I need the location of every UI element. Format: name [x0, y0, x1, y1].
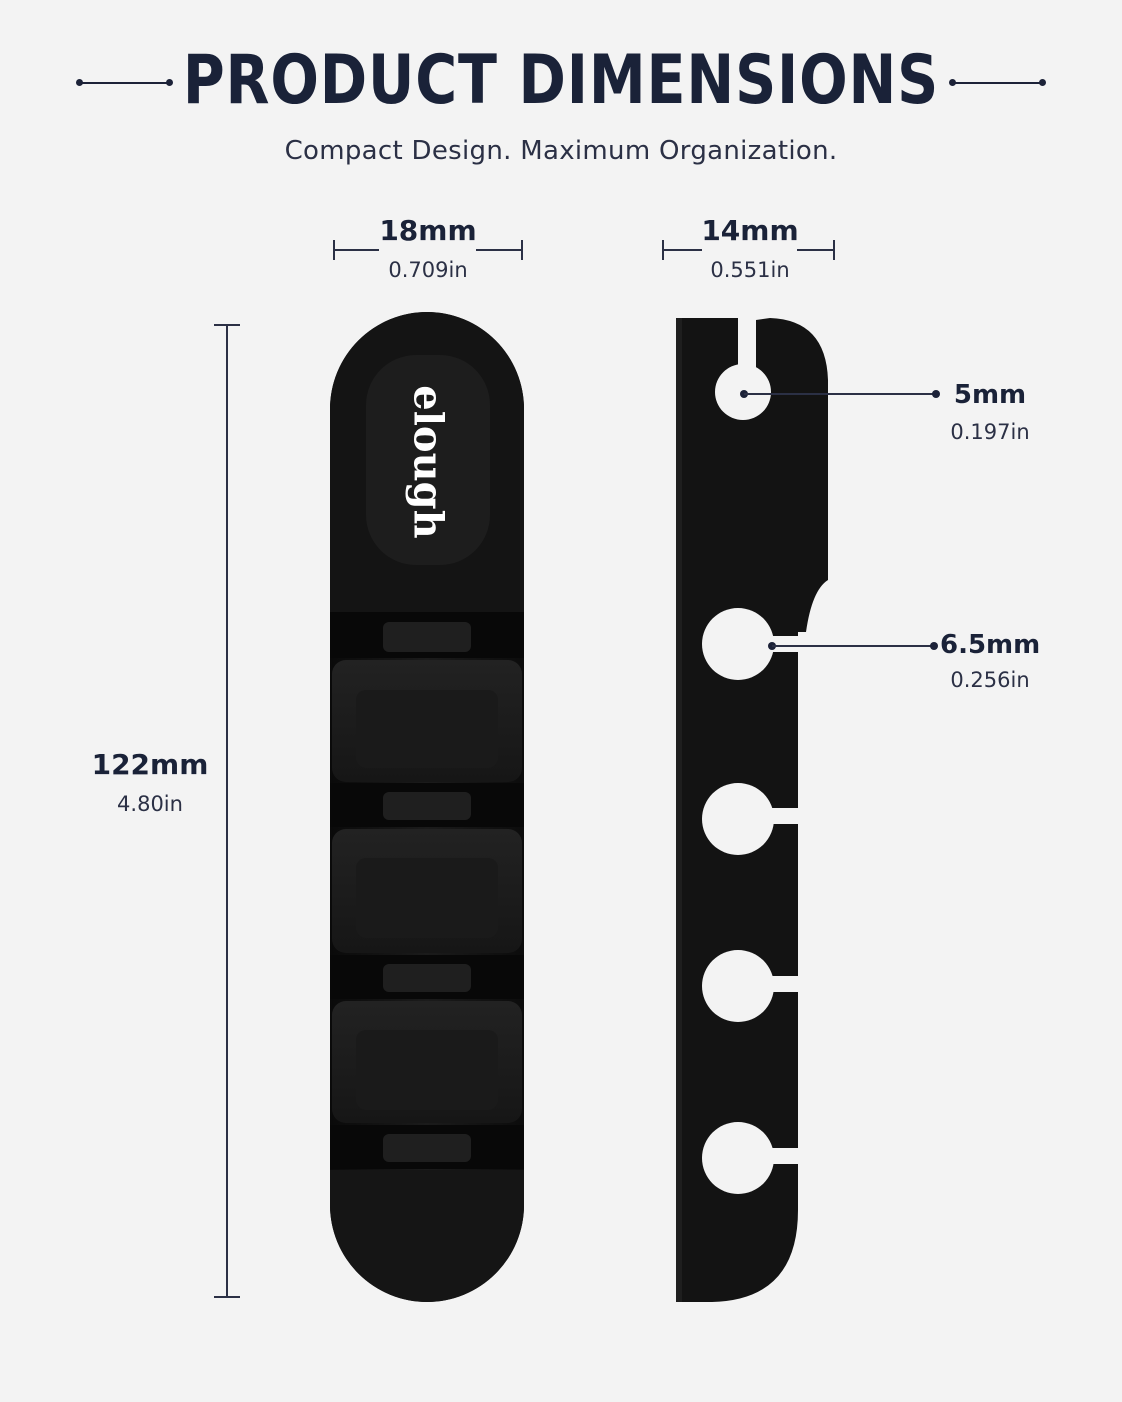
callout-large-line	[772, 645, 934, 647]
slot-small-in: 0.197in	[950, 420, 1030, 444]
logo-plate	[366, 355, 490, 565]
title-rule-right	[952, 82, 1042, 84]
front-height-mm: 122mm	[91, 748, 209, 781]
title-rule-left	[80, 82, 170, 84]
title-rule-right-dot-outer	[1039, 79, 1046, 86]
front-width-mm: 18mm	[379, 214, 477, 247]
title-rule-right-dot-inner	[949, 79, 956, 86]
side-depth-tick-right	[833, 240, 835, 260]
callout-small-line	[744, 393, 936, 395]
title-rule-left-dot-outer	[76, 79, 83, 86]
page-subtitle: Compact Design. Maximum Organization.	[284, 136, 838, 166]
front-width-in: 0.709in	[388, 258, 468, 282]
side-depth-line-left	[662, 249, 702, 251]
side-view-organizer	[676, 318, 828, 1302]
callout-large-dot-end	[930, 642, 938, 650]
callout-small-dot-end	[932, 390, 940, 398]
side-depth-in: 0.551in	[710, 258, 790, 282]
side-depth-mm: 14mm	[701, 214, 799, 247]
height-tick-bottom	[214, 1296, 240, 1298]
front-width-tick-right	[521, 240, 523, 260]
side-hole-4	[702, 1122, 774, 1194]
side-depth-line-right	[797, 249, 835, 251]
front-height-in: 4.80in	[117, 792, 183, 816]
slot-small-mm: 5mm	[953, 380, 1027, 410]
side-hole-2	[702, 783, 774, 855]
side-hole-1	[702, 608, 774, 680]
brand-logo: elough	[404, 385, 452, 539]
title-rule-left-dot-inner	[166, 79, 173, 86]
front-width-line-right	[476, 249, 523, 251]
slot-large-mm: 6.5mm	[940, 630, 1041, 660]
front-bottom-cap	[330, 1170, 524, 1302]
page-title: PRODUCT DIMENSIONS	[182, 41, 940, 120]
front-view-organizer	[330, 312, 524, 1302]
side-hole-3	[702, 950, 774, 1022]
slot-large-in: 0.256in	[950, 668, 1030, 692]
height-line	[226, 324, 228, 1298]
front-width-line-left	[333, 249, 379, 251]
